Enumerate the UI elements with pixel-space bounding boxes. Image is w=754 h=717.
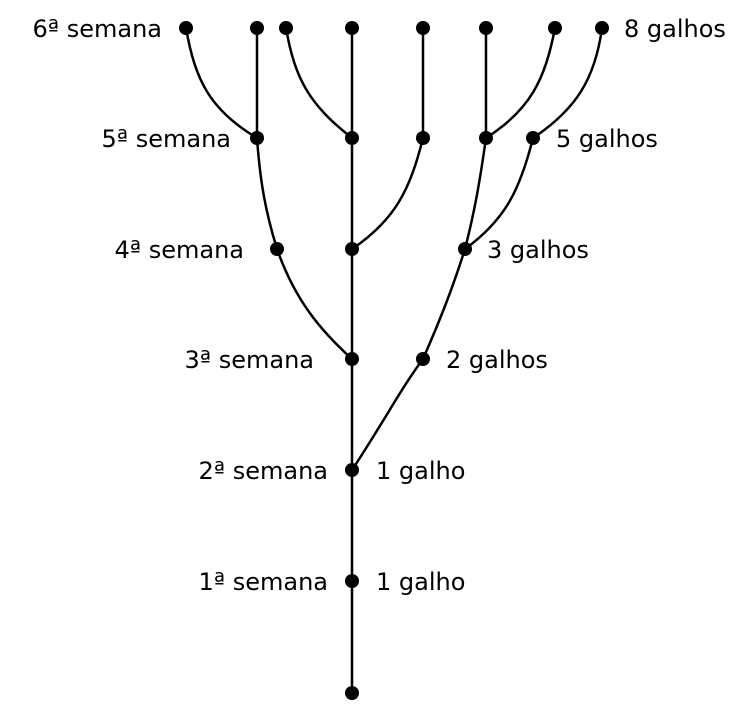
week-4-count-label: 3 galhos	[487, 236, 589, 264]
week3-node-1	[345, 352, 359, 366]
branch-nodes	[179, 21, 609, 700]
week4-node-3	[458, 242, 472, 256]
week6-node-6	[479, 21, 493, 35]
week1-node	[345, 574, 359, 588]
week-2-count-label: 1 galho	[376, 457, 465, 485]
week-5-count-label: 5 galhos	[556, 125, 658, 153]
week4-node-1	[270, 242, 284, 256]
week6-node-8	[595, 21, 609, 35]
week-1-count-label: 1 galho	[376, 568, 465, 596]
week5-node-2	[345, 131, 359, 145]
week6-node-7	[548, 21, 562, 35]
week5-node-5	[526, 131, 540, 145]
week2-node	[345, 463, 359, 477]
week-5-label: 5ª semana	[102, 125, 231, 153]
branch-week4-to-week5-center	[350, 136, 425, 251]
week5-node-4	[479, 131, 493, 145]
week6-node-2	[250, 21, 264, 35]
branch-week4-to-week5-right-b	[463, 136, 535, 251]
branch-week5-to-week6-f	[484, 26, 557, 140]
count-labels: 1 galho 1 galho 2 galhos 3 galhos 5 galh…	[376, 15, 726, 596]
branch-week3-to-week4-left	[275, 247, 354, 361]
week-6-label: 6ª semana	[33, 15, 162, 43]
week-1-label: 1ª semana	[199, 568, 328, 596]
week-labels: 1ª semana 2ª semana 3ª semana 4ª semana …	[33, 15, 328, 596]
branch-week4-to-week5-right-a	[463, 136, 488, 251]
branch-week5-to-week6-a	[184, 26, 259, 140]
branch-week5-to-week6-g	[531, 26, 604, 140]
week5-node-1	[250, 131, 264, 145]
week-2-label: 2ª semana	[199, 457, 328, 485]
week-6-count-label: 8 galhos	[624, 15, 726, 43]
week6-node-5	[416, 21, 430, 35]
branch-week3-to-week4-right	[421, 247, 467, 361]
week-3-label: 3ª semana	[185, 346, 314, 374]
branch-week2-to-week3-right	[350, 357, 425, 472]
week4-node-2	[345, 242, 359, 256]
root-node	[345, 686, 359, 700]
week6-node-3	[279, 21, 293, 35]
week5-node-3	[416, 131, 430, 145]
branch-week5-to-week6-c	[284, 26, 354, 140]
week6-node-1	[179, 21, 193, 35]
week-3-count-label: 2 galhos	[446, 346, 548, 374]
branch-week4-to-week5-left	[255, 136, 279, 251]
week3-node-2	[416, 352, 430, 366]
week6-node-4	[345, 21, 359, 35]
week-4-label: 4ª semana	[115, 236, 244, 264]
